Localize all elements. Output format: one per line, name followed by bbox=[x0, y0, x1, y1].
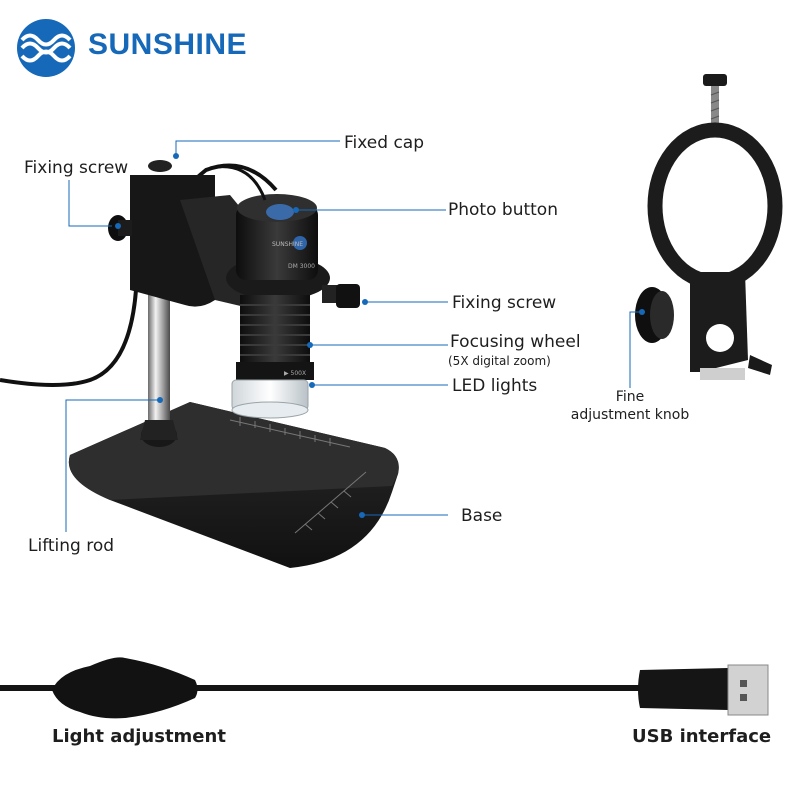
label-fixing-screw-left: Fixing screw bbox=[24, 158, 129, 178]
sunshine-logo-icon bbox=[17, 19, 75, 77]
label-fine-adjustment-line1: Fine bbox=[615, 389, 645, 405]
label-photo-button: Photo button bbox=[448, 200, 558, 220]
label-led-lights: LED lights bbox=[452, 376, 538, 396]
lifting-rod bbox=[148, 290, 170, 420]
light-adjustment-dimmer bbox=[52, 657, 198, 719]
photo-button bbox=[266, 204, 294, 220]
microscope-body: SUNSHINE DM 3000 ▶ 500X bbox=[231, 194, 318, 419]
leader-lines bbox=[65, 140, 640, 532]
label-fine-adjustment-line2: adjustment knob bbox=[570, 407, 690, 423]
svg-text:SUNSHINE: SUNSHINE bbox=[272, 241, 303, 248]
label-fixed-cap: Fixed cap bbox=[344, 133, 425, 153]
fixing-screw-right-knob bbox=[336, 284, 360, 308]
label-fixing-screw-right: Fixing screw bbox=[452, 293, 557, 313]
usb-plug-housing bbox=[638, 668, 728, 710]
svg-text:DM 3000: DM 3000 bbox=[288, 263, 315, 270]
usb-plug-metal bbox=[727, 664, 769, 716]
usb-cable bbox=[0, 657, 769, 719]
label-focusing-wheel-note: (5X digital zoom) bbox=[448, 354, 551, 368]
svg-text:▶ 500X: ▶ 500X bbox=[284, 370, 306, 377]
bracket-holder bbox=[635, 74, 783, 380]
label-usb-interface: USB interface bbox=[632, 726, 772, 747]
label-light-adjustment: Light adjustment bbox=[52, 726, 226, 747]
base-plate bbox=[68, 402, 399, 568]
label-base: Base bbox=[461, 506, 503, 526]
brand-name: SUNSHINE bbox=[88, 28, 248, 61]
label-fine-adjustment-knob: Fine adjustment knob bbox=[570, 388, 690, 424]
label-lifting-rod: Lifting rod bbox=[28, 536, 115, 556]
label-focusing-wheel: Focusing wheel bbox=[450, 332, 581, 352]
